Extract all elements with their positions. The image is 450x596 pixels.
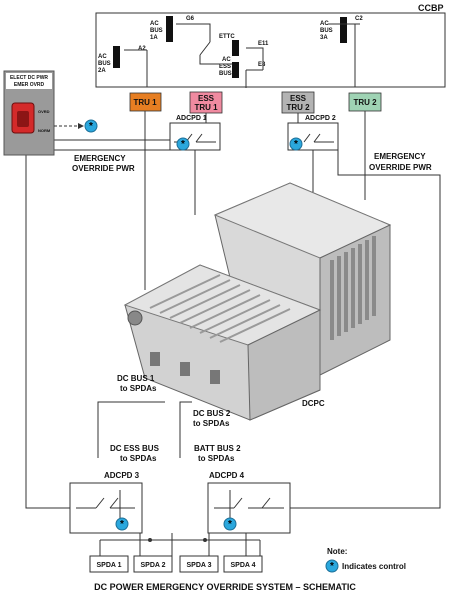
svg-text:ADCPD 3: ADCPD 3 — [104, 471, 140, 480]
ac-bus-3a-l2: BUS — [320, 28, 333, 34]
dcpc-label: DCPC — [302, 399, 325, 408]
svg-text:OVRD: OVRD — [38, 109, 50, 114]
svg-text:SPDA 1: SPDA 1 — [96, 562, 121, 569]
ac-bus-2a-l1: AC — [98, 54, 107, 60]
control-icon — [115, 517, 129, 531]
spda-2: SPDA 2 — [133, 555, 173, 573]
ac-bus-1a-l1: AC — [150, 21, 159, 27]
svg-text:ADCPD 2: ADCPD 2 — [305, 115, 336, 122]
emer-ovrd-panel: ELECT DC PWR EMER OVRD OVRD NORM — [3, 70, 55, 156]
ccbp-box — [95, 12, 446, 88]
spda-3: SPDA 3 — [179, 555, 219, 573]
dc-ess-l2: to SPDAs — [120, 454, 157, 463]
ac-bus-1a-l2: BUS — [150, 28, 163, 34]
svg-text:EMER OVRD: EMER OVRD — [14, 82, 45, 88]
svg-text:TRU 2: TRU 2 — [286, 103, 310, 112]
dc-bus2-l2: to SPDAs — [193, 419, 230, 428]
control-icon — [176, 137, 190, 151]
svg-text:Indicates control: Indicates control — [342, 562, 406, 571]
svg-text:ELECT DC PWR: ELECT DC PWR — [10, 75, 48, 81]
ac-ess-bus-l2: ESS — [219, 64, 231, 70]
svg-text:E8: E8 — [258, 62, 266, 68]
adcpd-2: ADCPD 2 — [287, 115, 339, 151]
relay-c2: C2 — [340, 16, 363, 43]
relay-g6: G6 — [166, 16, 195, 42]
legend-note: Note: Indicates control — [325, 547, 406, 573]
ccbp-title: CCBP — [418, 3, 444, 13]
control-icon — [84, 119, 98, 133]
emergency-label-left-2: OVERRIDE PWR — [72, 164, 135, 173]
ac-ess-bus-l1: AC — [222, 57, 231, 63]
svg-text:SPDA 3: SPDA 3 — [186, 562, 211, 569]
dc-bus2-l1: DC BUS 2 — [193, 409, 231, 418]
ess-tru-1: ESS TRU 1 — [189, 91, 223, 114]
svg-text:ESS: ESS — [290, 94, 307, 103]
relay-e8: E8 — [232, 62, 266, 78]
svg-text:TRU 2: TRU 2 — [353, 98, 377, 107]
svg-text:NORM: NORM — [38, 128, 51, 133]
ettc-label: ETTC — [219, 34, 235, 40]
tru-1: TRU 1 — [129, 92, 162, 112]
adcpd-1: ADCPD 1 — [169, 115, 221, 151]
control-icon — [223, 517, 237, 531]
adcpd-3: ADCPD 3 — [69, 471, 143, 534]
dc-bus1-l2: to SPDAs — [120, 384, 157, 393]
control-icon — [289, 137, 303, 151]
ac-bus-1a-l3: 1A — [150, 35, 158, 41]
emergency-label-right-2: OVERRIDE PWR — [369, 163, 432, 172]
svg-text:ESS: ESS — [198, 94, 215, 103]
tru-2: TRU 2 — [348, 92, 382, 112]
relay-a2: A2 — [113, 46, 146, 68]
emergency-label-left-1: EMERGENCY — [74, 154, 126, 163]
svg-text:SPDA 4: SPDA 4 — [230, 562, 255, 569]
caption: DC POWER EMERGENCY OVERRIDE SYSTEM – SCH… — [94, 582, 356, 592]
batt-bus2-l2: to SPDAs — [198, 454, 235, 463]
ccbp-panel: CCBP A2 AC BUS 2A G6 AC BUS 1A ETTC E11 … — [95, 3, 446, 88]
ac-bus-3a-l3: 3A — [320, 35, 328, 41]
spda-1: SPDA 1 — [89, 555, 129, 573]
svg-text:C2: C2 — [355, 16, 363, 22]
svg-text:TRU 1: TRU 1 — [133, 98, 157, 107]
svg-text:E11: E11 — [258, 41, 269, 47]
emergency-label-right-1: EMERGENCY — [374, 152, 426, 161]
svg-text:A2: A2 — [138, 46, 146, 52]
batt-bus2-l1: BATT BUS 2 — [194, 444, 241, 453]
dcpc-unit — [123, 182, 392, 421]
dc-ess-l1: DC ESS BUS — [110, 444, 160, 453]
svg-text:G6: G6 — [186, 16, 195, 22]
adcpd-4: ADCPD 4 — [207, 471, 291, 534]
svg-text:Note:: Note: — [327, 547, 347, 556]
ac-bus-3a-l1: AC — [320, 21, 329, 27]
control-icon — [325, 559, 339, 573]
relay-e11: E11 — [232, 40, 269, 56]
svg-text:SPDA 2: SPDA 2 — [140, 562, 165, 569]
svg-text:ADCPD 1: ADCPD 1 — [176, 115, 207, 122]
svg-text:TRU 1: TRU 1 — [194, 103, 218, 112]
ac-ess-bus-l3: BUS — [219, 71, 232, 77]
ac-bus-2a-l3: 2A — [98, 68, 106, 74]
ac-bus-2a-l2: BUS — [98, 61, 111, 67]
svg-text:ADCPD 4: ADCPD 4 — [209, 471, 245, 480]
spda-4: SPDA 4 — [223, 555, 263, 573]
ess-tru-2: ESS TRU 2 — [281, 91, 315, 114]
dc-bus1-l1: DC BUS 1 — [117, 374, 155, 383]
